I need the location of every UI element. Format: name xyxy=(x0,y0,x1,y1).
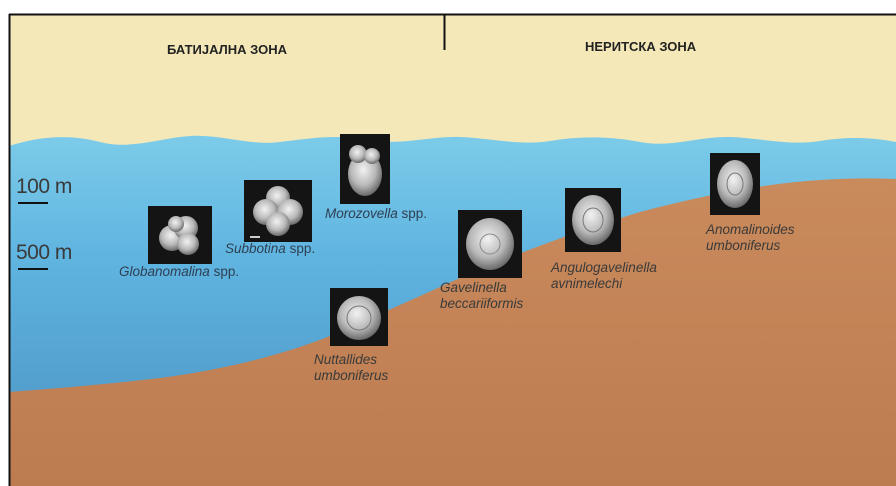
globanomalina-suffix: spp. xyxy=(210,264,239,279)
anomalinoides-line2: umboniferus xyxy=(706,238,795,254)
morozovella-suffix: spp. xyxy=(398,206,427,221)
nuttallides-line1: Nuttallides xyxy=(314,352,388,368)
subbotina-suffix: spp. xyxy=(286,241,315,256)
angulogavelinella-specimen-image xyxy=(565,188,621,252)
nuttallides-label: Nuttallides umboniferus xyxy=(314,352,388,384)
gavelinella-line2: beccariiformis xyxy=(440,296,523,312)
angulogavelinella-line1: Angulogavelinella xyxy=(551,260,657,276)
subbotina-name: Subbotina xyxy=(225,241,286,256)
anomalinoides-label: Anomalinoides umboniferus xyxy=(706,222,795,254)
subbotina-label: Subbotina spp. xyxy=(225,241,315,257)
anomalinoides-line1: Anomalinoides xyxy=(706,222,795,238)
gavelinella-specimen-image xyxy=(458,210,522,278)
gavelinella-label: Gavelinella beccariiformis xyxy=(440,280,523,312)
subbotina-specimen-image xyxy=(244,180,312,242)
nuttallides-line2: umboniferus xyxy=(314,368,388,384)
anomalinoides-specimen-image xyxy=(710,153,760,215)
depth-label-500: 500 m xyxy=(16,241,72,265)
globanomalina-label: Globanomalina spp. xyxy=(119,264,239,280)
morozovella-label: Morozovella spp. xyxy=(325,206,427,222)
gavelinella-line1: Gavelinella xyxy=(440,280,523,296)
morozovella-name: Morozovella xyxy=(325,206,398,221)
morozovella-specimen-image xyxy=(340,134,390,204)
angulogavelinella-label: Angulogavelinella avnimelechi xyxy=(551,260,657,292)
depth-label-100: 100 m xyxy=(16,175,72,199)
bathyal-zone-title: БАТИЈАЛНА ЗОНА xyxy=(167,42,287,57)
neritic-zone-title: НЕРИТСКА ЗОНА xyxy=(585,39,696,54)
angulogavelinella-line2: avnimelechi xyxy=(551,276,657,292)
nuttallides-specimen-image xyxy=(330,288,388,346)
globanomalina-name: Globanomalina xyxy=(119,264,210,279)
globanomalina-specimen-image xyxy=(148,206,212,264)
